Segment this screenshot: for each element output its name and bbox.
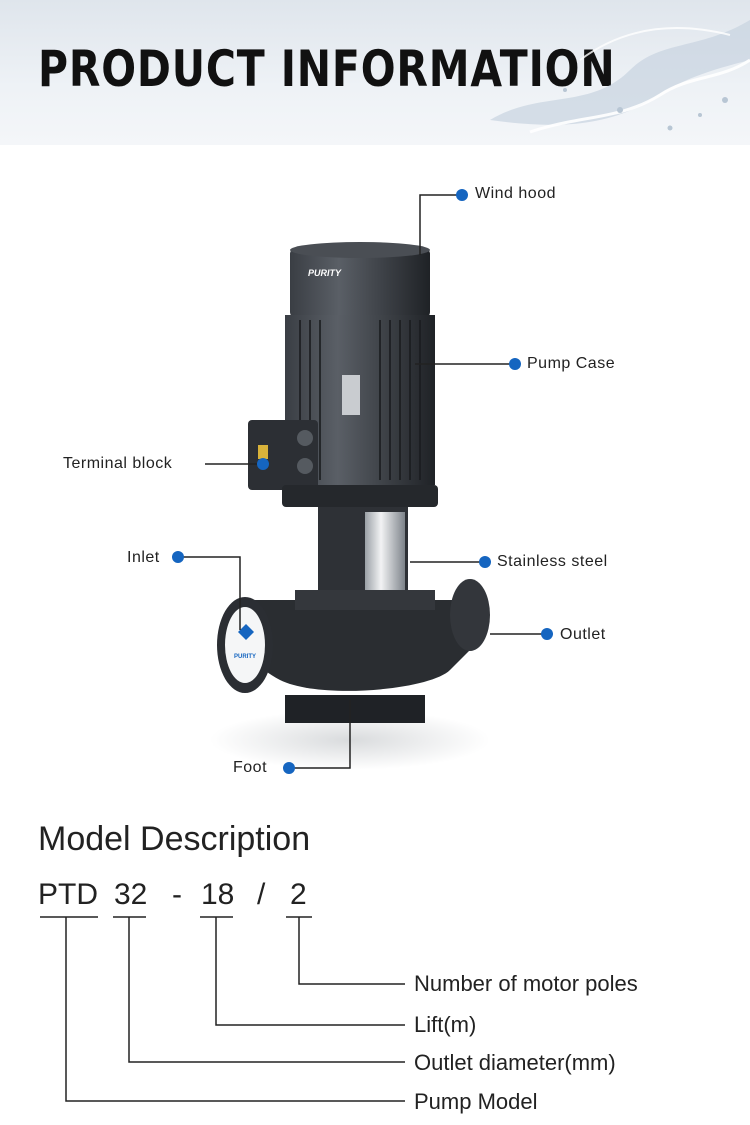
outlet-dot [541, 628, 553, 640]
callout-terminal-block: Terminal block [63, 455, 173, 472]
model-meaning-outlet: Outlet diameter(mm) [414, 1050, 616, 1075]
callout-outlet: Outlet [560, 626, 606, 643]
pump-illustration: PURITY PURITY [210, 242, 490, 770]
wind-hood-dot [456, 189, 468, 201]
model-leaders [40, 916, 405, 1102]
callout-inlet: Inlet [127, 549, 160, 566]
inlet-dot [172, 551, 184, 563]
callout-stainless-steel: Stainless steel [497, 553, 608, 570]
model-code-ptd: PTD [38, 878, 98, 911]
header-banner: PRODUCT INFORMATION [0, 0, 750, 145]
model-description-title: Model Description [38, 820, 311, 858]
svg-text:PURITY: PURITY [234, 654, 256, 660]
callout-foot: Foot [233, 759, 268, 776]
foot-dot [283, 762, 295, 774]
model-meaning-poles: Number of motor poles [414, 971, 638, 996]
model-code-sep-dash: - [172, 878, 182, 911]
callout-pump-case: Pump Case [527, 355, 616, 372]
model-code-outlet: 32 [114, 878, 148, 911]
terminal-block-dot [257, 458, 269, 470]
pump-case-dot [509, 358, 521, 370]
model-code-lift: 18 [201, 878, 235, 911]
callout-leaders [180, 194, 547, 769]
pump-foot [285, 695, 425, 723]
callout-wind-hood: Wind hood [475, 185, 556, 202]
water-splash-icon [490, 20, 750, 134]
svg-text:PURITY: PURITY [308, 268, 342, 278]
stainless-steel-dot [479, 556, 491, 568]
stainless-coupling [365, 512, 405, 604]
wind-hood [290, 248, 430, 318]
pump-volute [240, 600, 489, 691]
page-title: PRODUCT INFORMATION [38, 40, 616, 98]
model-code-poles: 2 [290, 878, 307, 911]
model-meaning-lift: Lift(m) [414, 1012, 477, 1037]
model-code-sep-slash: / [257, 878, 266, 911]
model-meaning-pump: Pump Model [414, 1089, 538, 1114]
outlet-flange [450, 579, 490, 651]
